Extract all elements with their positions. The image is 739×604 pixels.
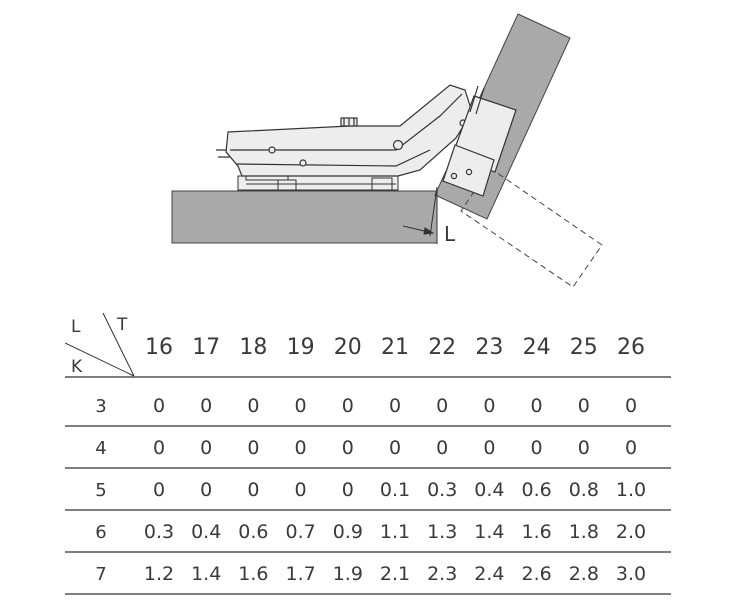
- table-cell: 0.3: [144, 521, 174, 543]
- table-row: 5 0 0 0 0 0 0.1 0.3 0.4 0.6 0.8 1.0: [95, 479, 646, 501]
- table-cell: 1.4: [191, 563, 221, 585]
- table-cell: 2.1: [380, 563, 410, 585]
- table-cell: 0: [153, 437, 165, 459]
- table-cell: 1.6: [238, 563, 268, 585]
- column-header: 23: [475, 335, 503, 360]
- column-headers: 16 17 18 19 20 21 22 23 24 25 26: [145, 335, 645, 360]
- table-cell: 0.4: [191, 521, 221, 543]
- table-row: 6 0.3 0.4 0.6 0.7 0.9 1.1 1.3 1.4 1.6 1.8 2.0: [95, 521, 646, 543]
- column-header: 20: [334, 335, 362, 360]
- table-cell: 1.8: [569, 521, 599, 543]
- table-cell: 0: [295, 395, 307, 417]
- column-header: 17: [192, 335, 220, 360]
- table-cell: 0: [531, 437, 543, 459]
- table-cell: 0.8: [569, 479, 599, 501]
- dimension-label: L: [444, 222, 456, 246]
- table-cell: 0: [436, 395, 448, 417]
- table-cell: 2.3: [427, 563, 457, 585]
- dimension-L: [402, 186, 438, 244]
- table-cell: 2.8: [569, 563, 599, 585]
- table-cell: 1.9: [333, 563, 363, 585]
- table-cell: 0.4: [474, 479, 504, 501]
- table-cell: 0: [200, 437, 212, 459]
- column-header: 21: [381, 335, 409, 360]
- hinge-diagram: L: [171, 13, 603, 288]
- column-header: 25: [570, 335, 598, 360]
- table-cell: 0: [295, 479, 307, 501]
- table-cell: 0: [625, 395, 637, 417]
- table-cell: 0: [247, 479, 259, 501]
- cabinet-panel: [171, 190, 438, 244]
- table-cell: 0: [247, 437, 259, 459]
- row-label-k: 5: [95, 480, 106, 501]
- table-row: 7 1.2 1.4 1.6 1.7 1.9 2.1 2.3 2.4 2.6 2.8 3.0: [95, 563, 646, 585]
- row-label-k: 7: [95, 564, 106, 585]
- corner-cell: [65, 312, 135, 377]
- table-cell: 1.2: [144, 563, 174, 585]
- table-cell: 0.3: [427, 479, 457, 501]
- row-label-k: 4: [95, 438, 106, 459]
- corner-label-K: K: [71, 357, 83, 377]
- corner-label-L: L: [71, 317, 81, 337]
- table-cell: 0.9: [333, 521, 363, 543]
- table-cell: 0: [531, 395, 543, 417]
- table-cell: 0: [153, 395, 165, 417]
- table-cell: 0: [342, 437, 354, 459]
- table-cell: 0: [436, 437, 448, 459]
- table-cell: 0: [578, 395, 590, 417]
- hinge-cup: [442, 85, 517, 197]
- table-cell: 0: [200, 479, 212, 501]
- table-cell: 0: [295, 437, 307, 459]
- table-cell: 0.1: [380, 479, 410, 501]
- table-cell: 2.6: [521, 563, 551, 585]
- table-cell: 1.4: [474, 521, 504, 543]
- column-header: 26: [617, 335, 645, 360]
- table-cell: 0.6: [238, 521, 268, 543]
- row-lines: [65, 376, 671, 595]
- corner-label-T: T: [116, 315, 128, 335]
- table-cell: 0: [247, 395, 259, 417]
- table-cell: 0: [483, 395, 495, 417]
- table-cell: 0: [342, 479, 354, 501]
- table-cell: 0: [342, 395, 354, 417]
- row-label-k: 6: [95, 522, 106, 543]
- table-cell: 1.1: [380, 521, 410, 543]
- table-cell: 1.7: [285, 563, 315, 585]
- table-cell: 3.0: [616, 563, 646, 585]
- table-cell: 0: [200, 395, 212, 417]
- hinge-arm: [216, 84, 473, 177]
- table-cell: 1.0: [616, 479, 646, 501]
- spec-table: L T K 16 17 18 19 20 21 22 23 24 25 26 3 0 0 0 0 0 0 0 0 0 0…: [65, 312, 671, 595]
- table-cell: 0.7: [285, 521, 315, 543]
- table-cell: 2.4: [474, 563, 504, 585]
- column-header: 24: [523, 335, 551, 360]
- table-cell: 2.0: [616, 521, 646, 543]
- table-row: 4 0 0 0 0 0 0 0 0 0 0 0: [95, 437, 637, 459]
- table-cell: 0: [389, 437, 401, 459]
- door-open-outline: [460, 167, 603, 288]
- table-cell: 0: [625, 437, 637, 459]
- column-header: 16: [145, 335, 173, 360]
- column-header: 19: [287, 335, 315, 360]
- table-rows: 3 0 0 0 0 0 0 0 0 0 0 0 4 0 0 0 0 0 0 0 0 0 0 0 5 0 0 0 0 0 0.1 0.3 0.4 0…: [95, 395, 646, 585]
- row-label-k: 3: [95, 396, 106, 417]
- table-cell: 1.6: [521, 521, 551, 543]
- column-header: 22: [428, 335, 456, 360]
- table-cell: 0: [153, 479, 165, 501]
- column-header: 18: [239, 335, 267, 360]
- table-row: 3 0 0 0 0 0 0 0 0 0 0 0: [95, 395, 637, 417]
- table-cell: 0: [389, 395, 401, 417]
- table-cell: 0: [578, 437, 590, 459]
- table-cell: 1.3: [427, 521, 457, 543]
- table-cell: 0.6: [521, 479, 551, 501]
- table-cell: 0: [483, 437, 495, 459]
